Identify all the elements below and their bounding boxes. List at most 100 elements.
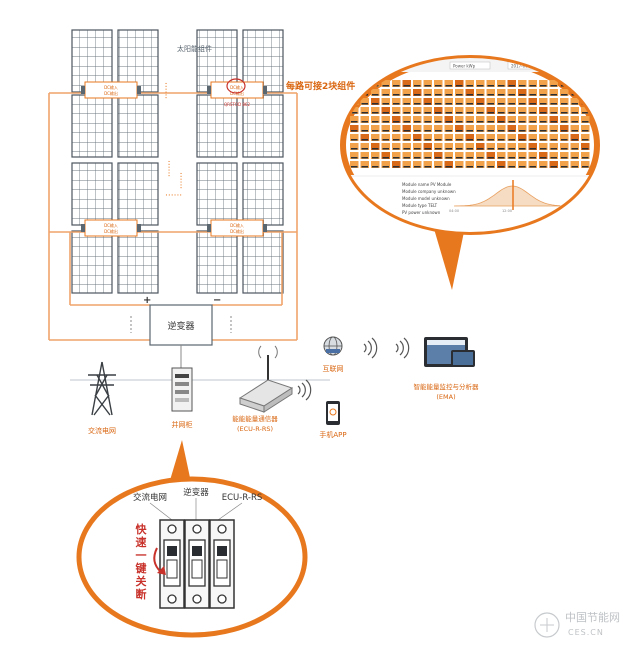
module-cell xyxy=(560,89,569,96)
module-cell xyxy=(402,80,411,87)
module-cell xyxy=(413,116,422,123)
quick-shutdown-char: 关 xyxy=(136,574,147,588)
module-cell-bar xyxy=(550,130,557,132)
module-cell-bar xyxy=(498,94,505,96)
module-cell-bar xyxy=(372,103,379,105)
solar-panel-10 xyxy=(117,162,159,226)
module-cell-bar xyxy=(351,121,358,123)
module-cell-bar xyxy=(498,85,505,87)
chart-tick-label: 04:00 xyxy=(449,209,459,213)
solar-panel-13 xyxy=(71,230,113,294)
module-cell-bar xyxy=(403,121,410,123)
module-cell-bar xyxy=(424,85,431,87)
module-cell xyxy=(581,116,590,123)
module-cell-bar xyxy=(582,112,589,114)
module-cell xyxy=(465,161,474,168)
module-cell-bar xyxy=(414,139,421,141)
module-cell xyxy=(381,161,390,168)
module-cell-bar xyxy=(487,139,494,141)
module-cell xyxy=(392,161,401,168)
module-cell xyxy=(570,116,579,123)
module-cell xyxy=(381,80,390,87)
module-cell xyxy=(371,107,380,114)
module-cell-bar xyxy=(508,139,515,141)
module-cell xyxy=(560,134,569,141)
module-cell-bar xyxy=(393,85,400,87)
module-cell xyxy=(486,80,495,87)
module-cell xyxy=(581,161,590,168)
module-cell xyxy=(539,143,548,150)
module-cell xyxy=(350,125,359,132)
module-cell-bar xyxy=(529,139,536,141)
breaker-toggle xyxy=(217,546,227,556)
micro-dc-in-label: DC输入 xyxy=(104,222,118,228)
module-cell-bar xyxy=(403,112,410,114)
module-cell-bar xyxy=(540,139,547,141)
module-cell-bar xyxy=(445,166,452,168)
module-cell xyxy=(570,98,579,105)
module-cell xyxy=(518,98,527,105)
ema-label-line1: 智能能量监控与分析器 xyxy=(414,382,480,391)
power-pylon-icon xyxy=(88,361,116,416)
module-cell xyxy=(423,161,432,168)
module-cell-bar xyxy=(466,130,473,132)
module-cell-bar xyxy=(466,139,473,141)
micro-connector xyxy=(81,86,85,94)
module-cell xyxy=(392,152,401,159)
module-cell-bar xyxy=(361,85,368,87)
module-cell xyxy=(455,161,464,168)
module-cell xyxy=(497,143,506,150)
module-cell xyxy=(371,125,380,132)
module-cell-bar xyxy=(382,94,389,96)
rsd-tag-label: QRSTOD 862 xyxy=(224,102,251,107)
module-cell xyxy=(486,143,495,150)
module-cell xyxy=(528,80,537,87)
module-cell-bar xyxy=(582,85,589,87)
module-cell-bar xyxy=(477,112,484,114)
module-cell xyxy=(444,161,453,168)
module-cell xyxy=(423,98,432,105)
module-cell xyxy=(528,125,537,132)
highlight-circle xyxy=(226,78,246,94)
module-cell-bar xyxy=(540,112,547,114)
module-cell xyxy=(507,107,516,114)
module-cell xyxy=(392,116,401,123)
module-cell-bar xyxy=(372,166,379,168)
module-cell xyxy=(465,143,474,150)
module-cell xyxy=(549,80,558,87)
module-cell-bar xyxy=(477,130,484,132)
module-cell xyxy=(381,143,390,150)
module-cell-bar xyxy=(550,103,557,105)
module-cell-bar xyxy=(393,130,400,132)
module-cell-bar xyxy=(445,94,452,96)
grid-cabinet-label: 并网柜 xyxy=(172,420,193,429)
module-cell xyxy=(360,116,369,123)
module-cell xyxy=(497,125,506,132)
module-cell-bar xyxy=(571,112,578,114)
module-cell-bar xyxy=(571,85,578,87)
module-cell-bar xyxy=(477,166,484,168)
module-cell-bar xyxy=(487,157,494,159)
module-cell-bar xyxy=(519,157,526,159)
module-cell-bar xyxy=(582,139,589,141)
module-cell-bar xyxy=(403,85,410,87)
module-cell-bar xyxy=(435,121,442,123)
module-cell-bar xyxy=(466,94,473,96)
module-cell xyxy=(413,89,422,96)
module-cell-bar xyxy=(561,103,568,105)
quick-shutdown-char: 快 xyxy=(135,522,148,536)
chart-tick-label: 12:00 xyxy=(502,209,512,213)
module-cell xyxy=(539,134,548,141)
module-cell xyxy=(402,152,411,159)
module-cell xyxy=(423,152,432,159)
shutdown-arrow-icon xyxy=(153,547,162,573)
module-cell xyxy=(455,107,464,114)
module-cell xyxy=(581,107,590,114)
module-cell xyxy=(549,161,558,168)
module-cell-bar xyxy=(571,166,578,168)
module-cell-bar xyxy=(571,103,578,105)
module-cell-bar xyxy=(393,94,400,96)
